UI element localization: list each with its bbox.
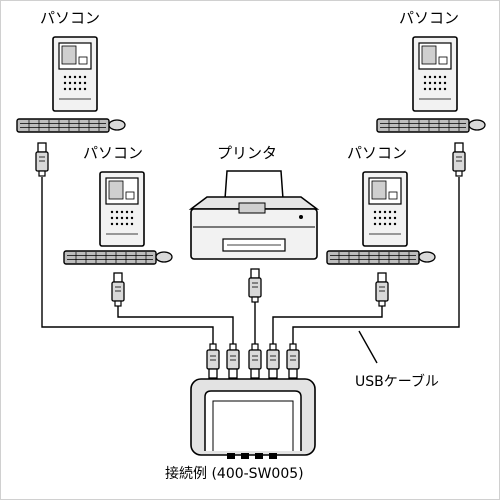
keyboard-icon [63,250,157,265]
cable-pc-mid-right [272,306,383,344]
usb-plug-icon [248,343,262,379]
desktop-pc-icon [362,171,408,247]
usb-plug-icon [206,343,220,379]
cable-pc-top-left [41,177,214,344]
printer-icon [188,170,320,303]
usb-cables [41,177,460,364]
label-pc-mid-left: パソコン [83,144,144,162]
usb-plug-icon [111,272,125,307]
cable-pc-top-right [292,177,460,344]
usb-plug-icon [375,272,389,307]
usb-plug-icon [226,343,240,379]
keyboard-icon [16,118,110,133]
usb-plug-icon [248,268,262,303]
keyboard-icon [326,250,420,265]
mouse-icon [108,119,126,131]
desktop-pc-icon [52,36,98,112]
cable-pc-mid-left [117,306,234,344]
label-printer: プリンタ [217,144,278,162]
pc-mid-left [63,171,173,307]
usb-switch-icon [190,378,316,459]
desktop-pc-icon [412,36,458,112]
usb-plug-icon [452,142,466,177]
desktop-pc-icon [99,171,145,247]
mouse-icon [418,251,436,263]
switch-plugs [206,343,300,379]
pc-top-right [376,36,486,177]
mouse-icon [468,119,486,131]
mouse-icon [155,251,173,263]
pc-mid-right [326,171,436,307]
pc-top-left [16,36,126,177]
usb-plug-icon [35,142,49,177]
label-usb-cable: USBケーブル [355,374,439,390]
usb-plug-icon [266,343,280,379]
usb-plug-icon [286,343,300,379]
caption: 接続例 (400-SW005) [165,466,304,482]
label-pc-top-left: パソコン [40,9,101,27]
keyboard-icon [376,118,470,133]
label-pc-top-right: パソコン [399,9,460,27]
label-pc-mid-right: パソコン [347,144,408,162]
cable-callout-leader [358,330,378,364]
